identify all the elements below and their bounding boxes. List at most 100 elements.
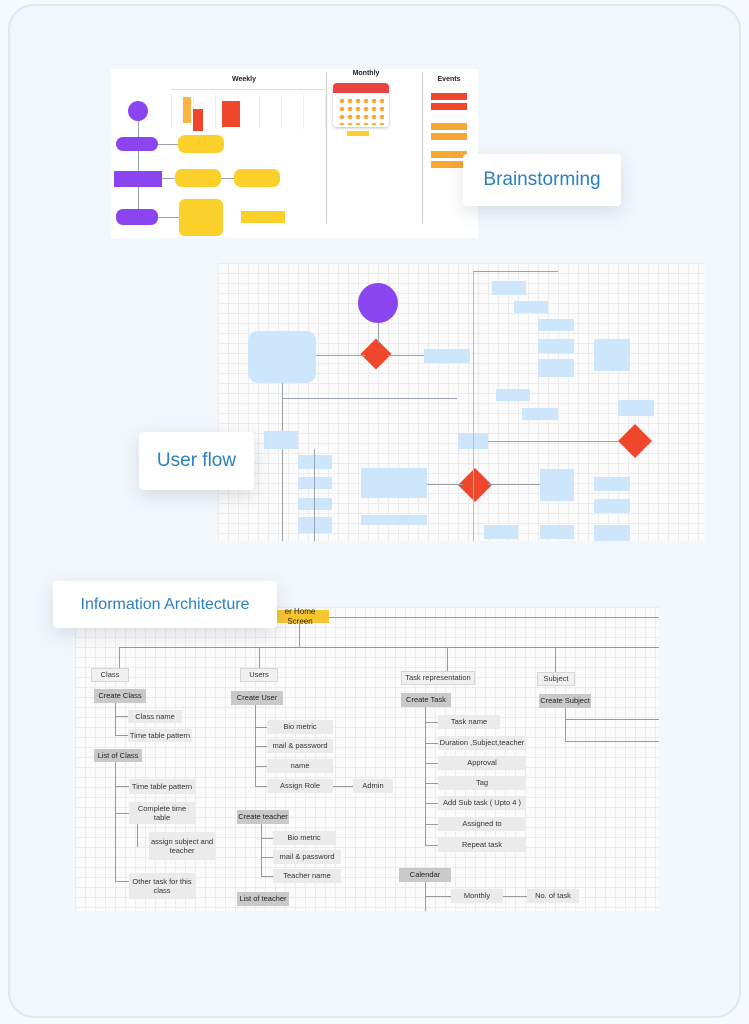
ia-list-item-3: assign subject and teacher [149,832,215,860]
ia-top-line [119,647,659,648]
user-flow-board [218,263,705,541]
flow-create-lease [594,477,630,491]
monthly-note [347,131,369,136]
ia-task-branch-5 [425,803,438,804]
flow-line-10 [473,271,474,541]
flow-line-6 [314,449,315,541]
calendar-header [333,83,389,93]
ia-no-of-task: No. of task [527,889,579,903]
flow-listing [264,431,298,449]
flow-diamond-3 [618,424,652,458]
ia-board: er Home Screen Class Create Class Class … [75,607,659,911]
flow-owner [618,400,654,416]
flow-yellow-3 [234,169,280,187]
flow-link-c [221,178,234,179]
flow-line-11 [473,271,558,272]
event-bar-6 [431,161,467,168]
ia-task-item-5: Add Sub task ( Upto 4 ) [438,796,526,810]
ia-task-item-2: Duration ,Subject,teacher [438,736,526,750]
ia-teacher-branch-1 [261,838,273,839]
ia-subject-drop [555,647,556,672]
flow-edit-lease [484,525,518,539]
information-architecture-card: Information Architecture [53,581,277,628]
ia-list-branch-1 [115,786,129,787]
flow-bank-details [522,408,558,420]
ia-create-teacher-line [261,824,262,876]
flow-payment [492,281,526,295]
calendar-icon [333,83,389,127]
brainstorm-board: Weekly Monthly Events [111,69,478,238]
ia-home-right [329,617,659,618]
ia-task-branch-4 [425,783,438,784]
flow-link-b [162,178,175,179]
ia-create-user-line [255,705,256,786]
flow-line-4 [282,383,283,541]
weekly-event-2 [193,109,203,131]
flow-start-node [358,283,398,323]
ia-teacher-branch-2 [261,857,273,858]
flow-lease-box [361,468,427,498]
flow-purple-3 [116,209,158,225]
ia-create-task-line [425,707,426,845]
ia-home-screen: er Home Screen [271,607,329,626]
ia-subject-header: Subject [537,672,575,686]
weekly-title: Weekly [232,75,256,83]
ia-class-drop [119,647,120,669]
ia-subject-branch-2 [565,741,659,742]
flow-line-8 [488,484,540,485]
flow-lease-created [361,515,427,525]
ia-task-branch-6 [425,824,438,825]
ia-task-item-6: Assigned to [438,817,526,831]
flow-purple-1 [116,137,158,151]
ia-class-branch-2 [115,735,128,736]
ia-list-class: List of Class [94,749,142,762]
flow-yellow-2 [175,169,221,187]
flow-step-4 [298,517,332,533]
flow-line-1 [316,355,366,356]
ia-role-admin-line [333,786,353,787]
flow-yellow-4 [179,199,223,236]
ia-teacher-item-3: Teacher name [273,869,341,883]
flow-yellow-5 [241,211,285,223]
ia-task-branch-1 [425,722,438,723]
flow-line-7 [427,484,463,485]
flow-add-tenants [540,525,574,539]
ia-create-class-line [115,703,116,736]
ia-teacher-branch-3 [261,876,273,877]
ia-calendar-monthly: Monthly [451,889,503,903]
user-flow-card: User flow [139,432,254,490]
ia-user-branch-3 [255,766,267,767]
flow-lease-list [540,469,574,501]
ia-monthly-task-line [503,896,527,897]
ia-user-branch-1 [255,727,267,728]
event-bar-5 [431,151,467,158]
ia-calendar: Calendar [399,868,451,882]
ia-calendar-branch [425,896,451,897]
ia-create-subject: Create Subject [539,694,591,708]
calendar-days [338,97,384,125]
ia-task-drop [447,647,448,672]
flow-onetime [538,359,574,377]
ia-task-item-4: Tag [438,776,526,790]
event-bar-3 [431,123,467,130]
ia-class-item-1: Class name [128,710,182,723]
ia-create-task: Create Task [401,693,451,707]
ia-users-header: Users [240,668,278,682]
flow-line-3 [378,323,379,343]
flow-add-bank [496,389,530,401]
ia-task-item-1: Task name [438,715,500,729]
ia-class-item-2: Time table pattern [128,729,192,742]
ia-list-class-line [115,762,116,882]
ia-class-branch-1 [115,716,128,717]
monthly-events-sep [422,73,423,223]
flow-step-3 [298,498,332,510]
flow-step-2 [298,477,332,489]
flow-line-5 [282,398,457,399]
flow-documents [594,499,630,513]
ia-create-subject-line [565,708,566,742]
monthly-title: Monthly [352,69,380,77]
ia-task-branch-7 [425,845,438,846]
weekly-divider [171,89,326,90]
flow-send-invite [594,525,630,541]
flow-setup [514,301,548,313]
